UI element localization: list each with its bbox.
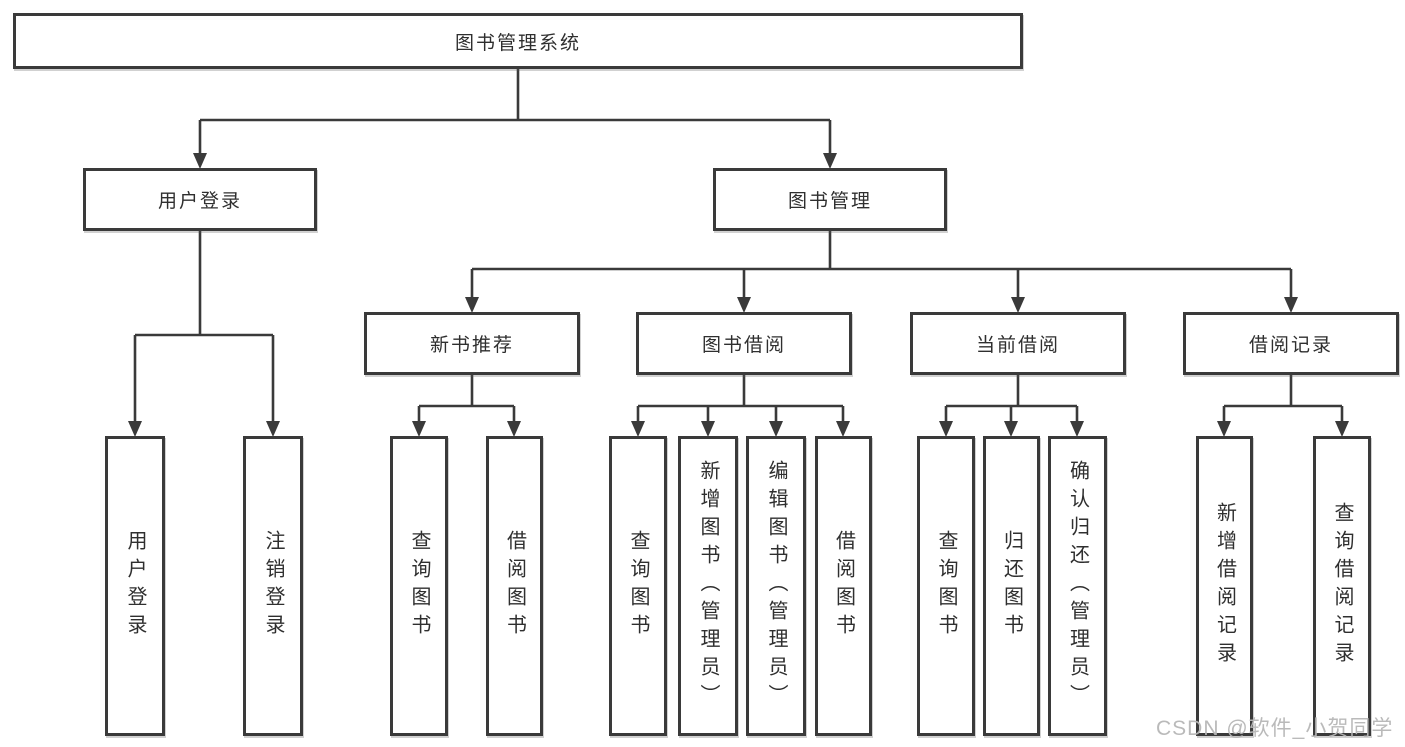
node-book-borrowing: 图书借阅 <box>636 312 852 375</box>
node-current-borrowing-label: 当前借阅 <box>975 335 1060 356</box>
node-book-borrowing-label: 图书借阅 <box>701 335 786 356</box>
leaf-logout-label: 注销登录 <box>262 530 284 642</box>
node-book-management-label: 图书管理 <box>787 191 872 212</box>
leaf-edit-books-admin-label: 编辑图书（管理员） <box>765 460 787 712</box>
leaf-query-books-current-label: 查询图书 <box>935 530 957 642</box>
connector-paths <box>133 69 1344 422</box>
leaf-borrow-books-label: 借阅图书 <box>832 530 855 642</box>
node-new-book-recommendation-label: 新书推荐 <box>429 335 514 356</box>
node-borrowing-records: 借阅记录 <box>1183 312 1399 375</box>
leaf-query-books-current: 查询图书 <box>917 436 975 736</box>
leaf-user-login: 用户登录 <box>105 436 165 736</box>
leaf-query-books-recommend-label: 查询图书 <box>408 530 430 642</box>
node-current-borrowing: 当前借阅 <box>910 312 1126 375</box>
leaf-borrow-books: 借阅图书 <box>815 436 872 736</box>
node-root: 图书管理系统 <box>13 13 1023 69</box>
leaf-add-borrow-record-label: 新增借阅记录 <box>1213 502 1236 670</box>
leaf-borrow-books-recommend: 借阅图书 <box>486 436 543 736</box>
leaf-confirm-return-admin: 确认归还（管理员） <box>1048 436 1107 736</box>
leaf-query-books-borrow-label: 查询图书 <box>627 530 649 642</box>
leaf-query-borrow-record-label: 查询借阅记录 <box>1331 502 1353 670</box>
node-root-label: 图书管理系统 <box>454 32 581 54</box>
node-user-login: 用户登录 <box>83 168 317 231</box>
leaf-user-login-label: 用户登录 <box>124 530 146 642</box>
node-user-login-label: 用户登录 <box>157 191 242 212</box>
node-new-book-recommendation: 新书推荐 <box>364 312 580 375</box>
leaf-query-books-borrow: 查询图书 <box>609 436 667 736</box>
leaf-add-borrow-record: 新增借阅记录 <box>1196 436 1253 736</box>
leaf-query-books-recommend: 查询图书 <box>390 436 448 736</box>
leaf-query-borrow-record: 查询借阅记录 <box>1313 436 1371 736</box>
leaf-add-books-admin-label: 新增图书（管理员） <box>697 460 719 712</box>
watermark: CSDN @软件_小贺同学 <box>1156 717 1394 740</box>
connector-arrowheads <box>128 153 1349 437</box>
node-borrowing-records-label: 借阅记录 <box>1248 335 1333 356</box>
leaf-add-books-admin: 新增图书（管理员） <box>678 436 738 736</box>
leaf-confirm-return-admin-label: 确认归还（管理员） <box>1066 460 1089 712</box>
leaf-return-books: 归还图书 <box>983 436 1040 736</box>
leaf-borrow-books-recommend-label: 借阅图书 <box>503 530 526 642</box>
leaf-return-books-label: 归还图书 <box>1000 530 1023 642</box>
leaf-logout: 注销登录 <box>243 436 303 736</box>
leaf-edit-books-admin: 编辑图书（管理员） <box>746 436 806 736</box>
node-book-management: 图书管理 <box>713 168 947 231</box>
